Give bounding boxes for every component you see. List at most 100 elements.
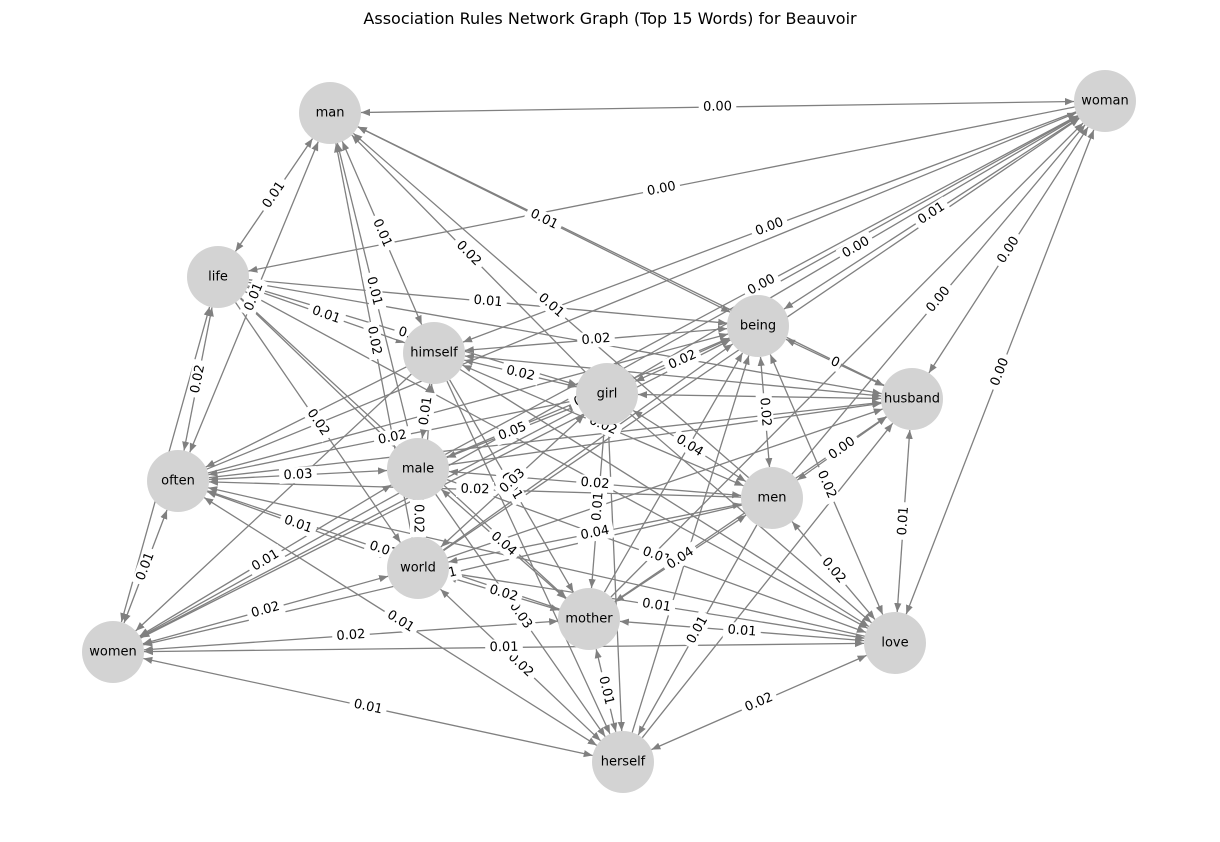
edge-label-background xyxy=(575,473,615,494)
edge-label-background xyxy=(894,501,913,541)
node-world: world xyxy=(387,537,449,599)
edge-label-being-love: 0.02 xyxy=(811,464,842,505)
edge-label-men-herself: 0.01 xyxy=(681,609,714,651)
edge-label-mother-love: 0.01 xyxy=(722,621,762,641)
node-love: love xyxy=(864,612,926,674)
edge-label-text: 0.01 xyxy=(595,675,616,707)
edge-label-background xyxy=(991,229,1026,271)
edge-label-background xyxy=(749,212,790,242)
edge-label-world-women: 0.02 xyxy=(245,597,286,623)
edge-label-man-being: 0.01 xyxy=(523,203,565,236)
node-being: being xyxy=(727,295,789,357)
edge-label-husband-men: 0.00 xyxy=(822,431,862,466)
edge-label-woman-being: 0.01 xyxy=(911,196,952,231)
edge-label-mother-herself: 0.01 xyxy=(593,670,619,711)
edge-label-background xyxy=(484,525,523,563)
edge-label-background xyxy=(920,279,957,320)
edge-label-background xyxy=(362,320,386,361)
nodes-layer: man woman life being himself girl husband often… xyxy=(82,70,1136,793)
edge-label-men-love: 0.02 xyxy=(815,550,852,591)
edge-label-background xyxy=(380,604,421,639)
edge-life-male xyxy=(239,298,397,448)
node-circle-world xyxy=(387,537,449,599)
node-label-life: life xyxy=(208,270,228,285)
node-life: life xyxy=(187,246,249,308)
edge-label-text: 0.02 xyxy=(581,331,611,348)
node-husband: husband xyxy=(881,368,943,430)
node-himself: himself xyxy=(403,322,465,384)
edge-label-background xyxy=(822,431,862,466)
edge-label-background xyxy=(835,231,877,264)
edge-label-background xyxy=(468,291,508,312)
edge-label-background xyxy=(815,550,852,591)
node-often: often xyxy=(147,450,209,512)
edge-label-background xyxy=(662,344,703,376)
node-man: man xyxy=(299,82,361,144)
node-circle-himself xyxy=(403,322,465,384)
edge-label-life-himself: 0.01 xyxy=(305,301,347,329)
node-label-herself: herself xyxy=(601,755,646,770)
edge-label-world-mother: 0.02 xyxy=(483,580,524,607)
edge-label-text: 0.00 xyxy=(646,179,677,199)
edge-label-text: 0.02 xyxy=(756,397,773,427)
node-herself: herself xyxy=(592,731,654,793)
node-label-girl: girl xyxy=(597,387,618,402)
node-label-women: women xyxy=(89,645,137,660)
edge-label-text: 0.02 xyxy=(814,468,839,501)
edge-label-background xyxy=(347,695,389,719)
edge-label-woman-man: 0.00 xyxy=(698,98,737,116)
node-girl: girl xyxy=(576,363,638,425)
edge-label-text: 0.02 xyxy=(505,363,537,384)
edge-label-mother-women: 0.02 xyxy=(331,626,371,645)
edge-label-text: 0.03 xyxy=(283,467,313,483)
node-circle-mother xyxy=(558,588,620,650)
edge-label-text: 0.01 xyxy=(363,275,385,307)
edge-label-background xyxy=(415,391,437,431)
node-label-world: world xyxy=(400,561,436,576)
edge-label-men-world: 0.04 xyxy=(575,521,615,545)
edge-husband-male xyxy=(448,401,882,466)
node-woman: woman xyxy=(1074,70,1136,132)
edge-label-often-male: 0.03 xyxy=(278,466,318,484)
edge-label-text: 0.04 xyxy=(579,523,610,543)
edge-label-often-women: 0.01 xyxy=(131,546,160,587)
node-circle-man xyxy=(299,82,361,144)
node-circle-women xyxy=(82,621,144,683)
edge-label-text: 0.00 xyxy=(703,99,732,114)
edge-label-man-himself: 0.01 xyxy=(367,212,397,254)
edge-label-background xyxy=(305,301,347,329)
edge-label-background xyxy=(588,487,608,526)
node-circle-men xyxy=(741,467,803,529)
edge-label-male-world: 0.02 xyxy=(410,499,426,538)
node-label-mother: mother xyxy=(565,612,613,627)
edge-label-background xyxy=(641,177,682,201)
edge-label-text: 0.01 xyxy=(352,697,383,718)
edge-label-being-husband: 0 xyxy=(825,352,845,373)
node-circle-husband xyxy=(881,368,943,430)
edge-label-background xyxy=(410,499,426,538)
edge-label-background xyxy=(186,359,210,399)
edge-label-man-girl: 0.02 xyxy=(449,234,488,273)
node-circle-love xyxy=(864,612,926,674)
edge-label-man-world: 0.02 xyxy=(362,320,386,361)
edge-label-woman-men: 0.00 xyxy=(920,279,957,320)
edge-label-girl-men: 0.04 xyxy=(669,429,710,463)
edge-label-text: 0.01 xyxy=(417,396,436,427)
edge-label-text: 0.01 xyxy=(895,506,912,536)
edge-label-background xyxy=(523,203,565,236)
node-label-often: often xyxy=(161,474,195,489)
edge-label-text: 0.01 xyxy=(489,640,518,655)
node-label-woman: woman xyxy=(1081,94,1128,109)
edge-label-man-male: 0.01 xyxy=(361,270,387,312)
edge-label-background xyxy=(738,687,780,718)
edge-label-text: 0.02 xyxy=(188,363,208,394)
edge-label-background xyxy=(455,480,495,499)
node-label-man: man xyxy=(316,106,345,121)
edge-label-background xyxy=(741,269,782,301)
edge-label-text: 0.01 xyxy=(589,491,606,521)
edge-label-text: 0.02 xyxy=(460,482,489,498)
edge-label-woman-husband: 0.00 xyxy=(991,229,1026,271)
edge-label-himself-male: 0.01 xyxy=(415,391,437,431)
edge-label-background xyxy=(361,270,387,312)
